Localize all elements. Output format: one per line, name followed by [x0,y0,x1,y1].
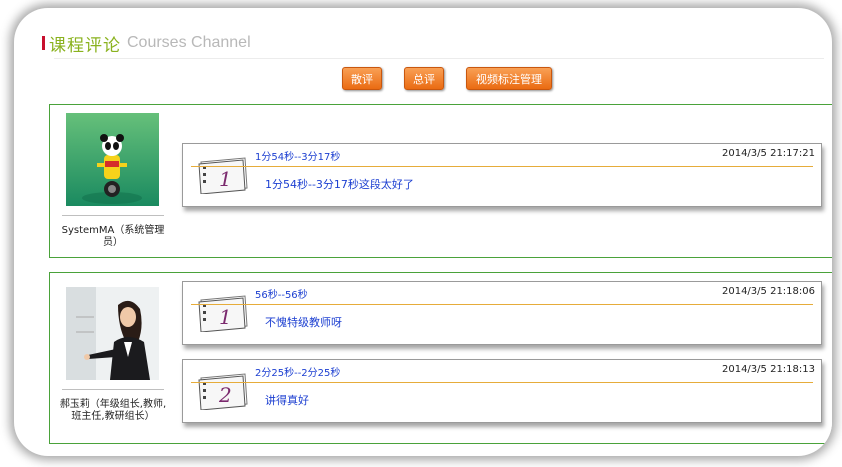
avatar [66,113,159,206]
avatar [66,287,159,380]
teacher-photo [66,287,159,380]
notepad-icon: 2 [197,370,251,414]
comment-divider [191,166,813,167]
comment-card: 1 56秒--56秒 2014/3/5 21:18:06 不愧特级教师呀 [182,281,822,345]
note-number: 2 [218,383,232,407]
user-divider [62,215,164,216]
time-range-link[interactable]: 56秒--56秒 [255,290,308,301]
comment-datetime: 2014/3/5 21:18:06 [721,286,815,297]
note-number: 1 [219,167,232,191]
note-number: 1 [219,305,232,329]
notepad-icon: 1 [197,292,251,336]
header-divider [54,58,824,59]
comment-divider [191,382,813,383]
comment-text: 不愧特级教师呀 [265,316,342,329]
time-range-link[interactable]: 1分54秒--3分17秒 [255,152,341,163]
notepad-icon: 1 [197,154,251,198]
comment-datetime: 2014/3/5 21:17:21 [721,148,815,159]
comment-text: 讲得真好 [265,394,309,407]
comment-group: SystemMA（系统管理员） 1 1分54秒--3分17秒 2014/3/5 … [49,104,832,258]
zongping-button[interactable]: 总评 [404,67,444,90]
cartoon-avatar [66,113,159,206]
page-frame: 课程评论 Courses Channel 散评 总评 视频标注管理 [14,8,832,456]
page-header: 课程评论 Courses Channel [42,28,251,58]
comment-text: 1分54秒--3分17秒这段太好了 [265,178,414,191]
header-title-en: Courses Channel [127,34,251,51]
comment-card: 1 1分54秒--3分17秒 2014/3/5 21:17:21 1分54秒--… [182,143,822,207]
user-name: SystemMA（系统管理员） [61,225,165,248]
header-accent-bar [42,36,45,50]
comment-divider [191,304,813,305]
sanping-button[interactable]: 散评 [342,67,382,90]
comment-group: 郝玉莉（年级组长,教师,班主任,教研组长） 1 56秒--56秒 2014/3/… [49,272,832,444]
header-title-cn: 课程评论 [49,35,121,56]
time-range-link[interactable]: 2分25秒--2分25秒 [255,368,341,379]
user-name: 郝玉莉（年级组长,教师,班主任,教研组长） [59,399,167,422]
video-annotation-manage-button[interactable]: 视频标注管理 [466,67,552,90]
comment-card: 2 2分25秒--2分25秒 2014/3/5 21:18:13 讲得真好 [182,359,822,423]
user-divider [62,389,164,390]
comment-datetime: 2014/3/5 21:18:13 [721,364,815,375]
